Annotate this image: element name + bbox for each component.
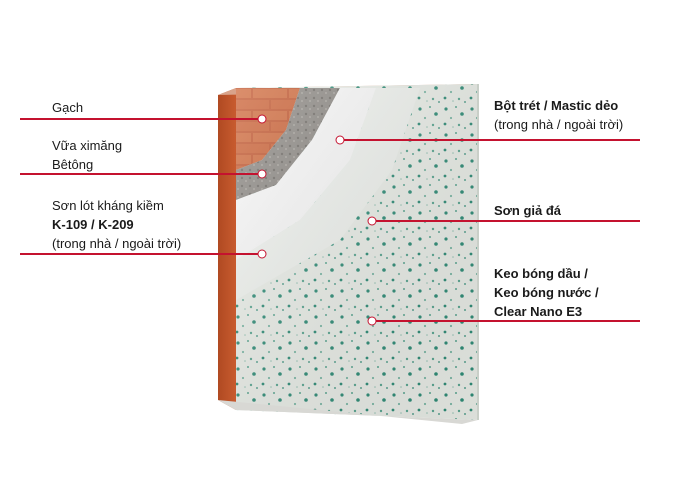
mortar-marker bbox=[257, 169, 267, 179]
putty-label: Bột trét / Mastic dẻo (trong nhà / ngoài… bbox=[494, 96, 623, 134]
granite-marker bbox=[367, 216, 377, 226]
mortar-label-line1: Vữa ximăng bbox=[52, 138, 123, 153]
coat-label-line1: Keo bóng dầu / bbox=[494, 266, 588, 281]
mortar-label-line2: Bêtông bbox=[52, 157, 94, 172]
primer-label: Sơn lót kháng kiềm K-109 / K-209 (trong … bbox=[52, 196, 181, 253]
granite-label-text: Sơn giả đá bbox=[494, 203, 562, 218]
primer-label-line1: Sơn lót kháng kiềm bbox=[52, 198, 164, 213]
coat-label-line3: Clear Nano E3 bbox=[494, 304, 583, 319]
mortar-label: Vữa ximăng Bêtông bbox=[52, 136, 122, 174]
coat-marker bbox=[367, 316, 377, 326]
putty-label-line2: (trong nhà / ngoài trời) bbox=[494, 117, 624, 132]
coat-label-line2: Keo bóng nước / bbox=[494, 285, 599, 300]
wall-bottom-edge bbox=[218, 400, 478, 424]
brick-label-text: Gạch bbox=[52, 100, 84, 115]
brick-marker bbox=[257, 114, 267, 124]
primer-label-line2: K-109 / K-209 bbox=[52, 217, 134, 232]
primer-marker bbox=[257, 249, 267, 259]
coat-label: Keo bóng dầu / Keo bóng nước / Clear Nan… bbox=[494, 264, 599, 321]
putty-marker bbox=[335, 135, 345, 145]
brick-label: Gạch bbox=[52, 98, 83, 117]
granite-label: Sơn giả đá bbox=[494, 201, 561, 220]
primer-label-line3: (trong nhà / ngoài trời) bbox=[52, 236, 182, 251]
putty-label-line1: Bột trét / Mastic dẻo bbox=[494, 98, 619, 113]
face-shading bbox=[236, 84, 478, 420]
brick-side-face bbox=[218, 88, 236, 410]
